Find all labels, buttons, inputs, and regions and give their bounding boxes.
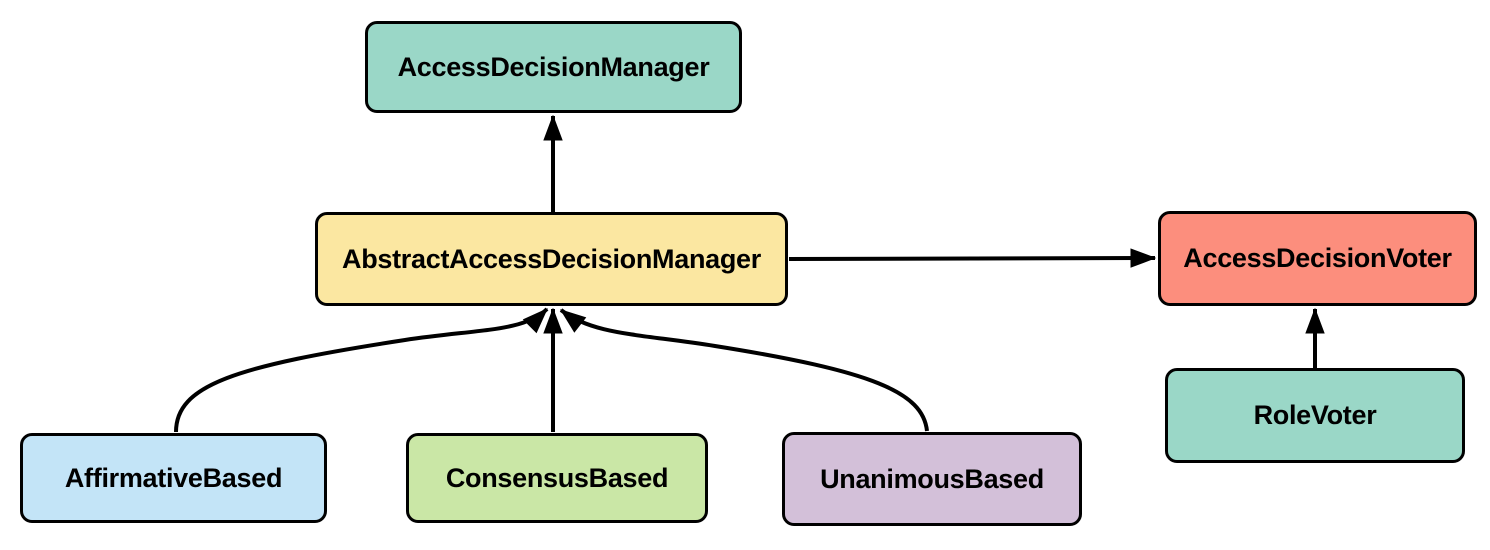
node-access-decision-voter: AccessDecisionVoter bbox=[1158, 211, 1477, 306]
node-label: AbstractAccessDecisionManager bbox=[342, 243, 761, 274]
node-label: RoleVoter bbox=[1253, 400, 1377, 430]
edge-unanimousbased-to-abstract bbox=[559, 308, 929, 432]
node-label: AccessDecisionManager bbox=[397, 51, 710, 82]
node-label: ConsensusBased bbox=[445, 462, 669, 493]
edge-abstract-to-accessdecisionvoter bbox=[788, 258, 1155, 259]
node-access-decision-manager: AccessDecisionManager bbox=[365, 21, 742, 113]
edge-affirmativebased-to-abstract bbox=[174, 307, 549, 433]
node-label: AccessDecisionVoter bbox=[1183, 243, 1452, 273]
node-label: AffirmativeBased bbox=[64, 462, 283, 493]
node-affirmative-based: AffirmativeBased bbox=[20, 433, 327, 523]
node-consensus-based: ConsensusBased bbox=[406, 433, 708, 523]
node-role-voter: RoleVoter bbox=[1165, 368, 1465, 463]
node-unanimous-based: UnanimousBased bbox=[782, 432, 1082, 526]
node-label: UnanimousBased bbox=[820, 463, 1044, 494]
node-abstract-access-decision-manager: AbstractAccessDecisionManager bbox=[315, 212, 788, 306]
